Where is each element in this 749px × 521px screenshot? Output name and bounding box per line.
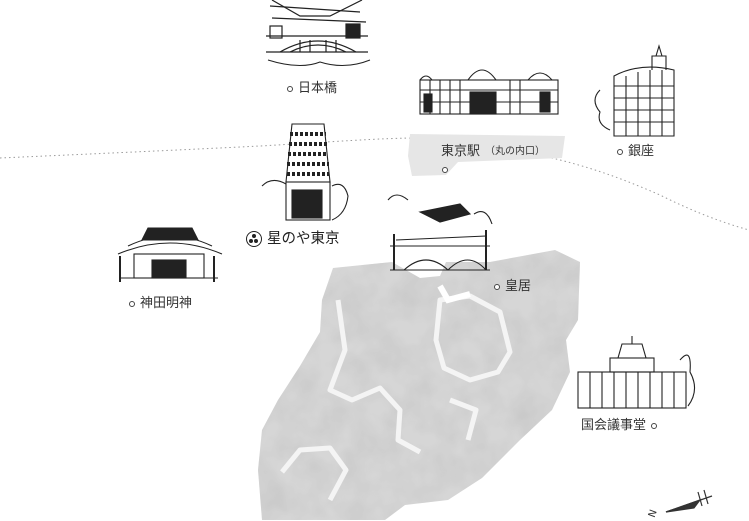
- palace-moat-lines: [280, 293, 513, 502]
- north-arrow-icon: [665, 489, 713, 513]
- nihonbashi-illustration: [266, 0, 371, 66]
- label-kanda-myojin[interactable]: 神田明神: [129, 297, 192, 310]
- hoshinoya-illustration: [261, 123, 349, 221]
- label-tokyo-station[interactable]: 東京駅 （丸の内口）: [441, 145, 545, 158]
- location-dot-icon: [617, 148, 623, 155]
- diet-building-illustration: [577, 336, 696, 409]
- label-ginza[interactable]: 銀座: [617, 145, 654, 158]
- label-imperial-palace[interactable]: 皇居: [494, 280, 531, 293]
- tokyo-station-dot-icon: [442, 167, 448, 173]
- location-dot-icon: [129, 300, 135, 307]
- label-national-diet[interactable]: 国会議事堂: [581, 418, 658, 433]
- palace-moat-gap: [437, 284, 471, 304]
- label-text: 日本橋: [298, 81, 338, 96]
- location-dot-icon: [287, 85, 293, 92]
- label-subtext: （丸の内口）: [485, 145, 546, 157]
- imperial-palace-grounds: [258, 250, 580, 520]
- north-label: N: [647, 508, 660, 519]
- ginza-illustration: [594, 44, 675, 137]
- location-dot-icon: [651, 422, 658, 429]
- tokyo-station-illustration: [419, 69, 559, 115]
- station-plaza: [408, 134, 565, 176]
- location-dot-icon: [494, 283, 500, 290]
- label-text: 銀座: [628, 144, 655, 159]
- label-text: 星のや東京: [267, 230, 340, 247]
- imperial-palace-illustration: [387, 194, 493, 271]
- label-text: 国会議事堂: [581, 418, 647, 433]
- label-hoshinoya-tokyo[interactable]: 星のや東京: [246, 231, 340, 247]
- label-nihonbashi[interactable]: 日本橋: [287, 82, 337, 95]
- label-text: 神田明神: [140, 296, 193, 311]
- label-text: 皇居: [505, 279, 532, 294]
- kanda-myojin-illustration: [117, 227, 223, 282]
- label-text: 東京駅: [441, 144, 481, 159]
- hoshinoya-logo-icon: [246, 231, 262, 247]
